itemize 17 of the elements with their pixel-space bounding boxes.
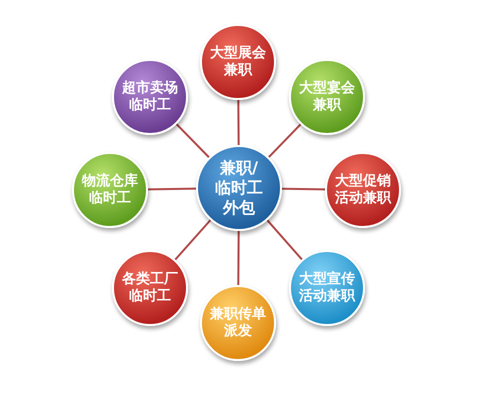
connector-line: [266, 220, 303, 260]
category-circle: 各类工厂临时工: [112, 250, 188, 326]
category-circle: 大型宴会兼职: [289, 59, 365, 135]
connector-line: [237, 100, 240, 146]
connector-line: [176, 123, 210, 158]
category-circle: 大型促销活动兼职: [325, 152, 401, 228]
connector-line: [237, 231, 240, 285]
center-circle: 兼职/临时工外包: [196, 145, 282, 231]
category-circle: 物流仓库临时工: [72, 152, 148, 228]
connector-line: [282, 188, 326, 190]
connector-line: [148, 188, 196, 190]
connector-line: [268, 124, 302, 158]
category-circle: 超市卖场临时工: [112, 59, 188, 135]
connector-line: [174, 219, 212, 260]
category-circle: 大型宣传活动兼职: [289, 250, 365, 326]
category-circle: 大型展会兼职: [200, 24, 276, 100]
category-circle: 兼职传单派发: [200, 285, 276, 361]
